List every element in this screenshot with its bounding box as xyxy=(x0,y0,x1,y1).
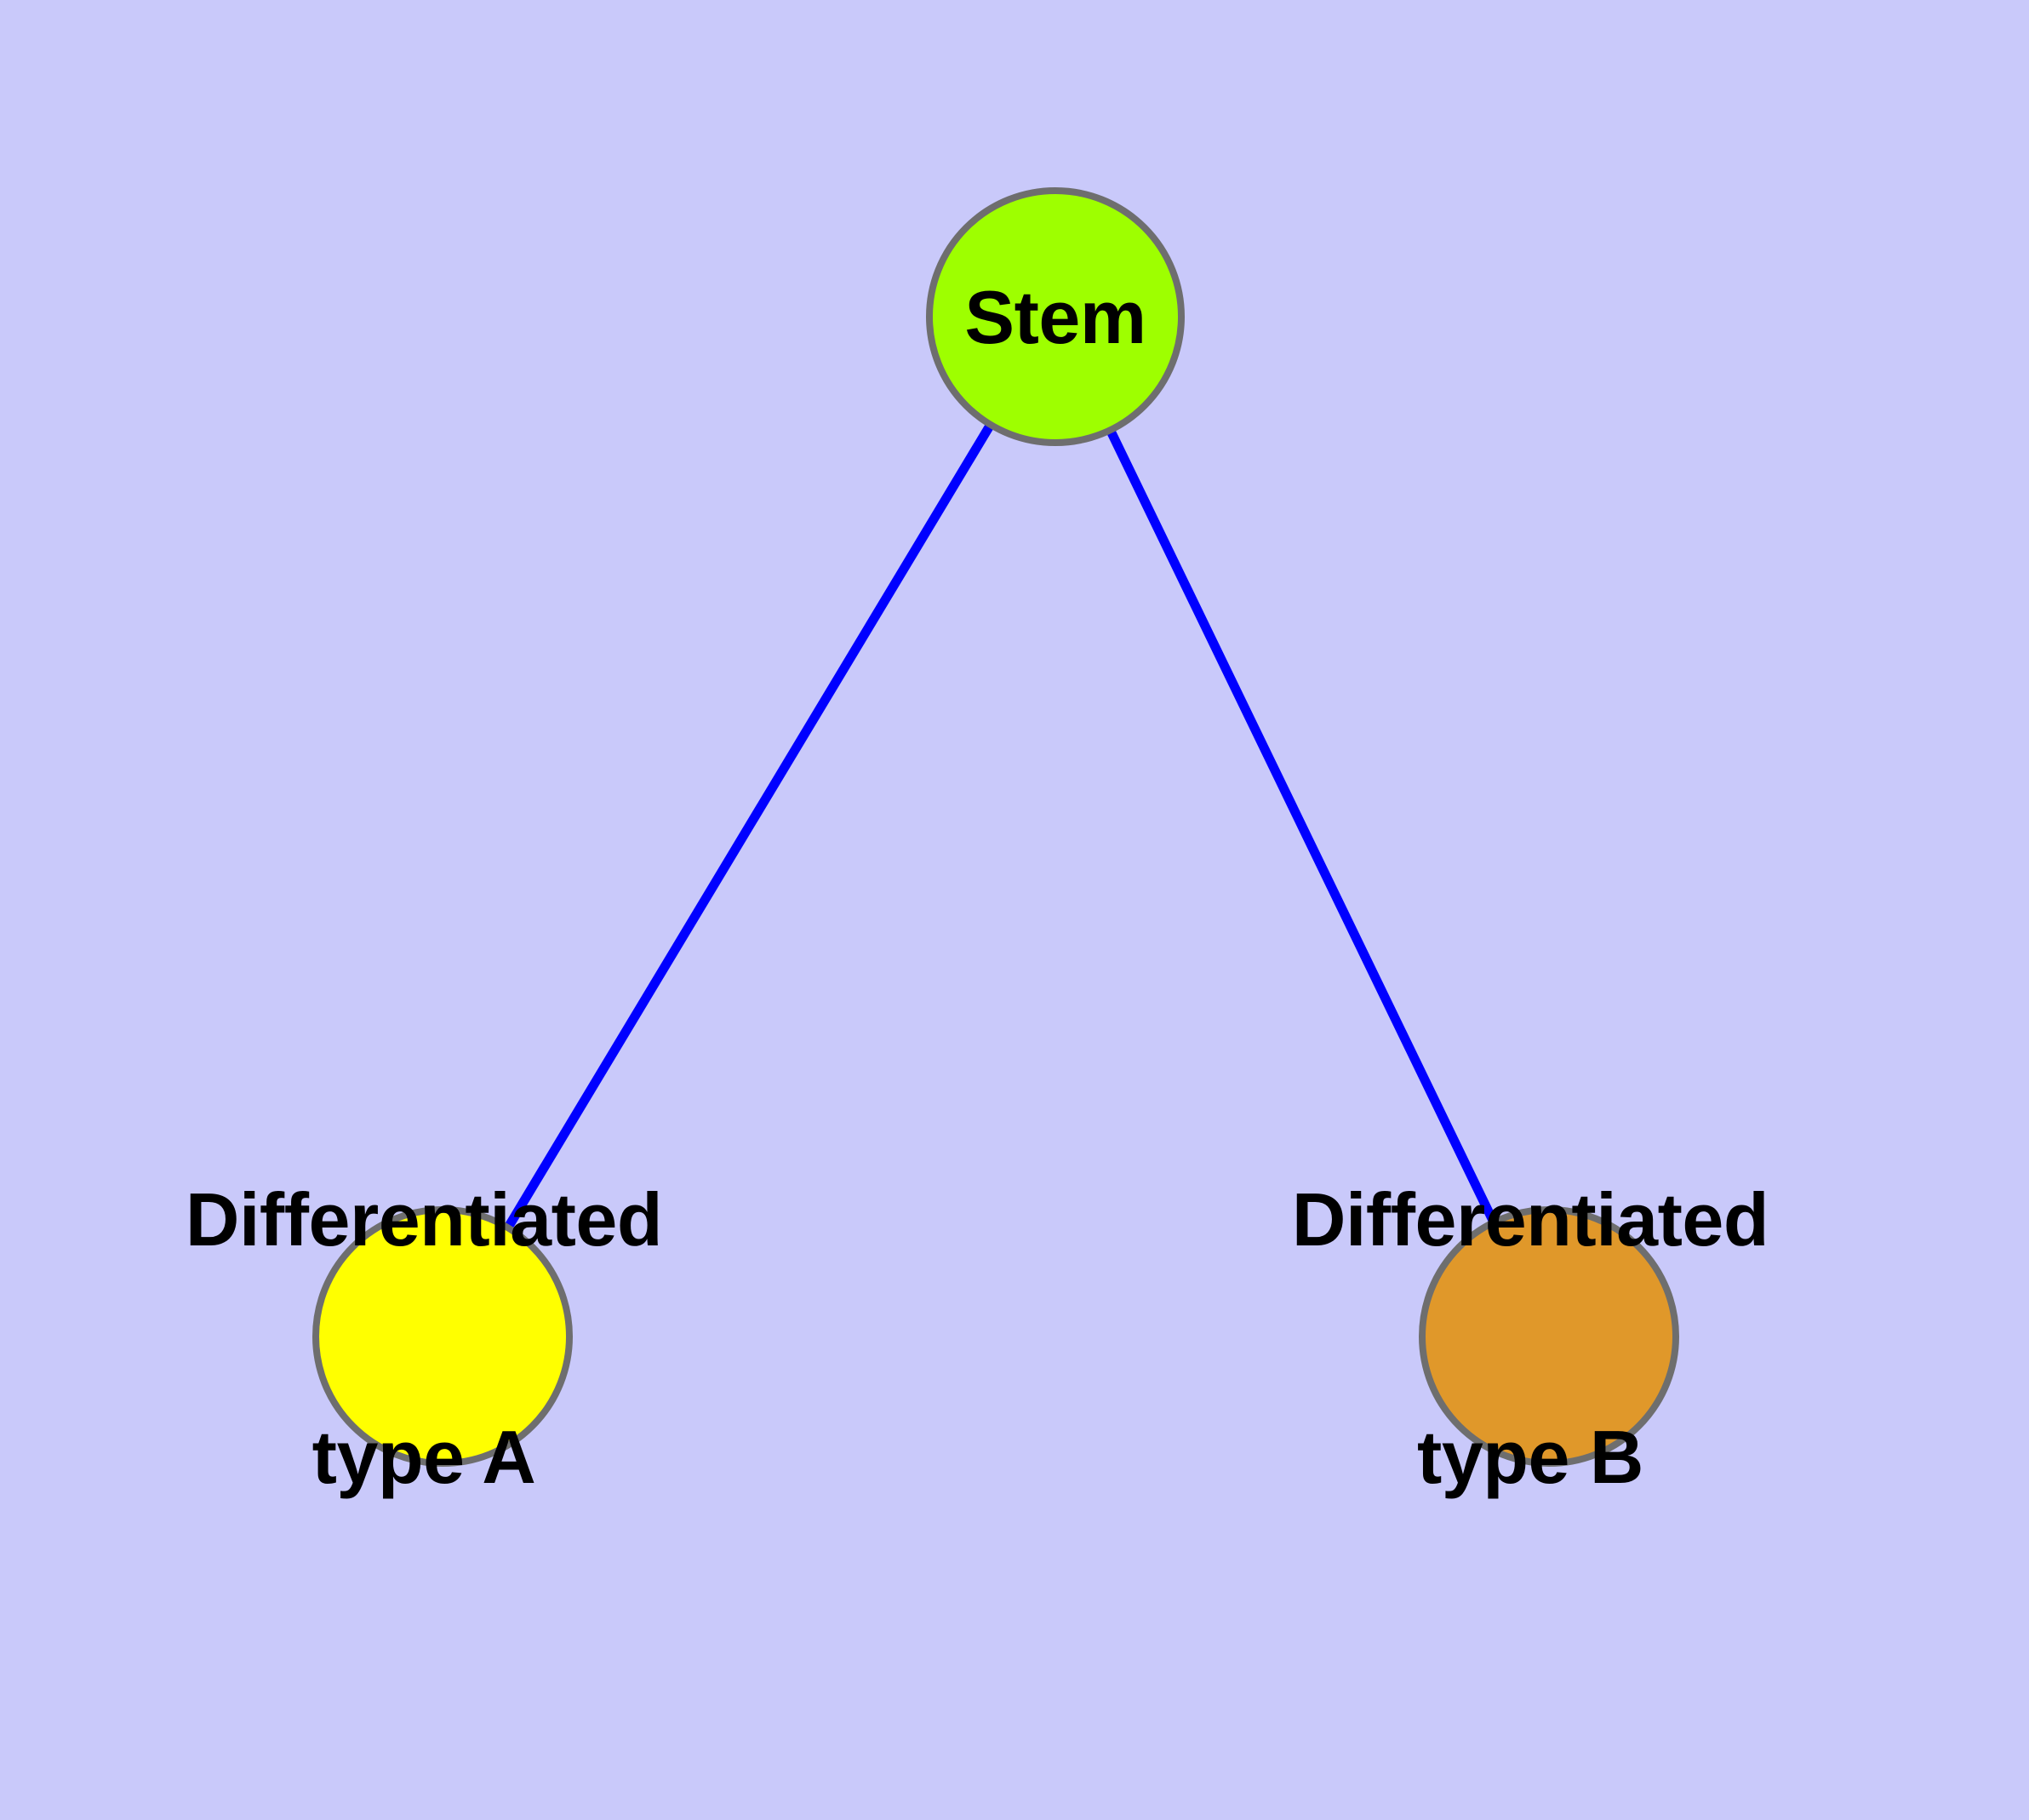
node-stem[interactable] xyxy=(926,187,1185,446)
node-differentiated-type-a[interactable] xyxy=(312,1206,573,1467)
edge-stem-to-differentiated-type-a[interactable] xyxy=(503,421,996,1231)
edge-stem-to-differentiated-type-b[interactable] xyxy=(1105,426,1499,1226)
node-differentiated-type-b[interactable] xyxy=(1419,1206,1679,1467)
node-group xyxy=(312,187,1679,1467)
edge-group xyxy=(503,421,1499,1231)
